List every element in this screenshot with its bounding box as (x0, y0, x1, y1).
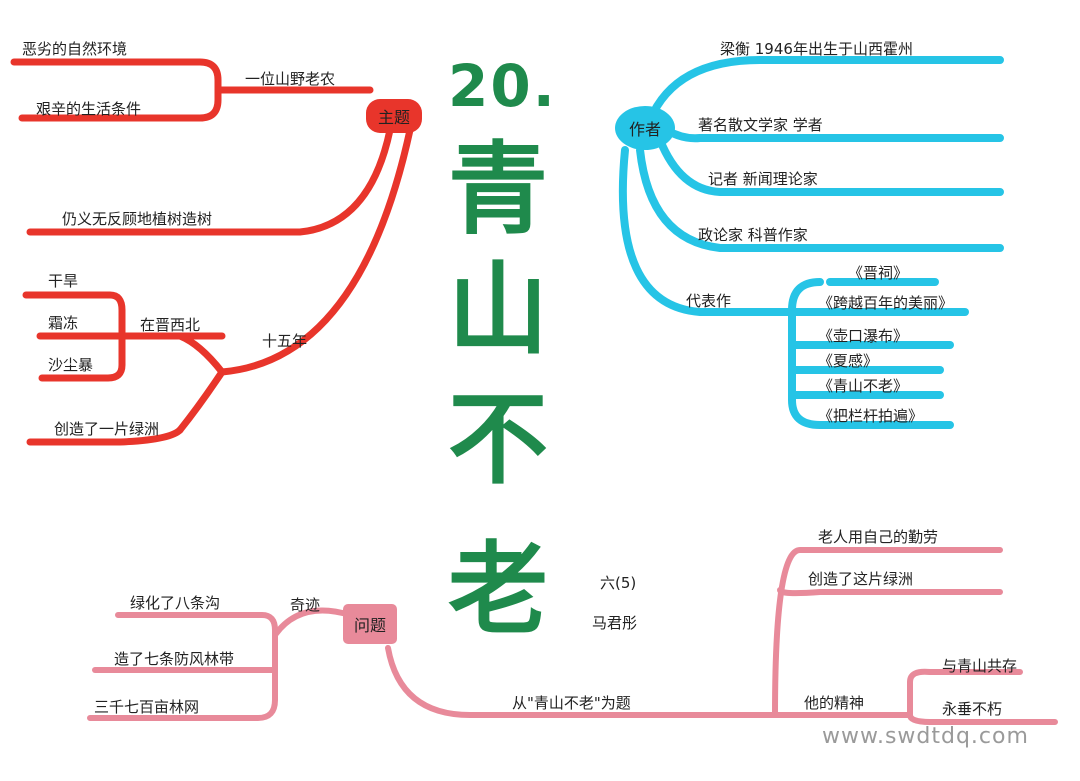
class-label: 六(5) (600, 574, 637, 592)
right-upper-2: 创造了这片绿洲 (808, 570, 914, 588)
theme-result: 创造了一片绿洲 (54, 420, 160, 438)
branch-critic (636, 146, 1004, 252)
question-node-shape (343, 604, 397, 644)
branch-reporter (656, 136, 1004, 196)
spirit-label: 他的精神 (804, 694, 865, 712)
disaster-drought: 干旱 (48, 272, 79, 290)
theme-hub-upper: 一位山野老农 (245, 70, 336, 88)
watermark: www.swdtdq.com (822, 724, 1029, 749)
theme-sub-hub: 在晋西北 (140, 316, 201, 334)
spirit-coexist: 与青山共存 (942, 657, 1018, 675)
branch-middle (26, 126, 394, 236)
author-name: 马君彤 (592, 614, 638, 632)
theme-middle: 仍义无反顾地植树造树 (62, 210, 213, 228)
question-node: 问题 (353, 616, 386, 635)
branch-miracles (87, 612, 278, 721)
miracle-gullies: 绿化了八条沟 (130, 594, 221, 612)
spirit-immortal: 永垂不朽 (942, 700, 1003, 718)
theme-branches (10, 58, 414, 446)
work-3: 《壶口瀑布》 (818, 327, 909, 345)
author-critic: 政论家 科普作家 (698, 226, 808, 244)
question-branches (87, 547, 1058, 725)
theme-hub-lower: 十五年 (262, 332, 308, 350)
miracle-label: 奇迹 (290, 596, 321, 614)
title-char-1: 青 (448, 131, 548, 248)
question-main-branch: 从"青山不老"为题 (512, 694, 631, 712)
works-label: 代表作 (686, 292, 732, 310)
author-bio: 梁衡 1946年出生于山西霍州 (720, 40, 913, 58)
miracle-windbreak: 造了七条防风林带 (114, 650, 235, 668)
disaster-sandstorm: 沙尘暴 (48, 356, 94, 374)
miracle-forest: 三千七百亩林网 (94, 698, 200, 716)
title-char-3: 不 (448, 381, 548, 498)
work-5: 《青山不老》 (818, 377, 909, 395)
branch-works-spine (788, 278, 954, 429)
branch-main (385, 645, 778, 718)
disaster-frost: 霜冻 (48, 314, 79, 332)
work-2: 《跨越百年的美丽》 (818, 294, 954, 312)
theme-harsh-env: 恶劣的自然环境 (22, 40, 128, 58)
author-node-shape (615, 106, 675, 150)
theme-node: 主题 (377, 108, 410, 127)
right-upper-1: 老人用自己的勤劳 (818, 528, 939, 546)
branch-oasis (26, 426, 184, 446)
title-char-4: 老 (448, 531, 548, 648)
work-6: 《把栏杆拍遍》 (818, 407, 924, 425)
branch-works (618, 146, 804, 316)
author-node: 作者 (628, 120, 661, 139)
lesson-number: 20. (448, 52, 557, 120)
author-scholar: 著名散文学家 学者 (698, 116, 823, 134)
branch-spirit-fork (907, 668, 1058, 725)
branch-miracle-to-node (272, 607, 353, 638)
theme-hard-life: 艰辛的生活条件 (36, 100, 142, 118)
branch-fork (176, 332, 226, 434)
branch-right-upper (772, 547, 1003, 718)
title-char-2: 山 (448, 251, 548, 368)
theme-node-shape (366, 99, 422, 133)
branch-bio (646, 56, 1004, 124)
branch-lower-to-node (218, 126, 414, 376)
work-1: 《晋祠》 (848, 264, 909, 282)
work-4: 《夏感》 (818, 352, 879, 370)
author-reporter: 记者 新闻理论家 (708, 170, 818, 188)
